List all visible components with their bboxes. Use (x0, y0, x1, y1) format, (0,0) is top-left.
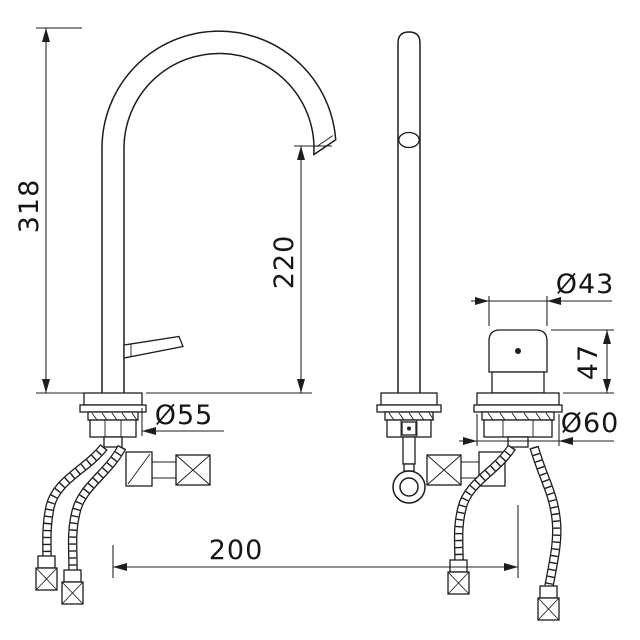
washer-hatch (487, 412, 552, 421)
base-plate (376, 404, 442, 413)
washer-hatch (388, 412, 435, 421)
base-washer (481, 411, 555, 421)
tap-side-view (35, 30, 337, 605)
handle-pin (515, 348, 521, 354)
dim-overall-height: 318 (14, 27, 84, 394)
spout-front-view (376, 31, 442, 504)
hose-ring-outer (392, 470, 426, 504)
spout-tip-cut (313, 139, 337, 156)
washer-hatch (91, 412, 138, 421)
hose-tail (402, 436, 416, 465)
base-flange (380, 392, 438, 406)
mounting-nut-facets (104, 420, 122, 437)
base-washer (87, 411, 139, 421)
dim-handle-height: 47 (551, 329, 614, 394)
spout-aerator-line (316, 135, 334, 148)
dim-overall-height-label: 318 (14, 179, 45, 234)
mounting-nut (483, 419, 553, 438)
base-flange (83, 392, 143, 406)
hose-ring-inner (399, 477, 419, 497)
dimensions: 318 220 Ø55 200 Ø43 (14, 27, 620, 578)
dim-flange-diameter: Ø60 (459, 408, 620, 446)
base-plate (473, 404, 563, 413)
base-flange (476, 392, 560, 406)
inlet-hose-right-2 (529, 445, 562, 621)
shank (103, 436, 123, 448)
dim-centres-label: 200 (209, 535, 264, 566)
mixer-handle-view (426, 329, 563, 621)
base-plate (79, 404, 147, 413)
handle-body (491, 371, 545, 394)
spout-outlet-ellipse (398, 131, 420, 149)
mounting-nut-facets (502, 420, 534, 437)
spout-outer-profile (101, 30, 337, 394)
dim-centres: 200 (112, 505, 519, 578)
mounting-nut-facets (400, 420, 418, 437)
side-valve-assembly (125, 451, 211, 487)
inlet-hose-left-1 (35, 443, 108, 591)
inlet-hose-left-2 (61, 444, 127, 605)
dim-outlet-height: 220 (146, 145, 332, 394)
dim-flange-diameter-label: Ø60 (561, 408, 620, 439)
hose-collar (403, 463, 415, 472)
shank (507, 436, 529, 448)
spout-inner-profile (123, 52, 315, 394)
dim-base-diameter: Ø55 (141, 400, 224, 436)
dim-outlet-height-label: 220 (269, 235, 300, 290)
dim-base-diameter-label: Ø55 (155, 400, 214, 431)
mounting-nut (89, 419, 137, 438)
dim-handle-height-label: 47 (573, 344, 604, 380)
dim-handle-diameter-label: Ø43 (556, 269, 615, 300)
handle-lever (123, 335, 184, 359)
fixing-screw (407, 426, 411, 431)
dim-handle-diameter: Ø43 (471, 269, 615, 326)
spout-tube (397, 31, 421, 394)
